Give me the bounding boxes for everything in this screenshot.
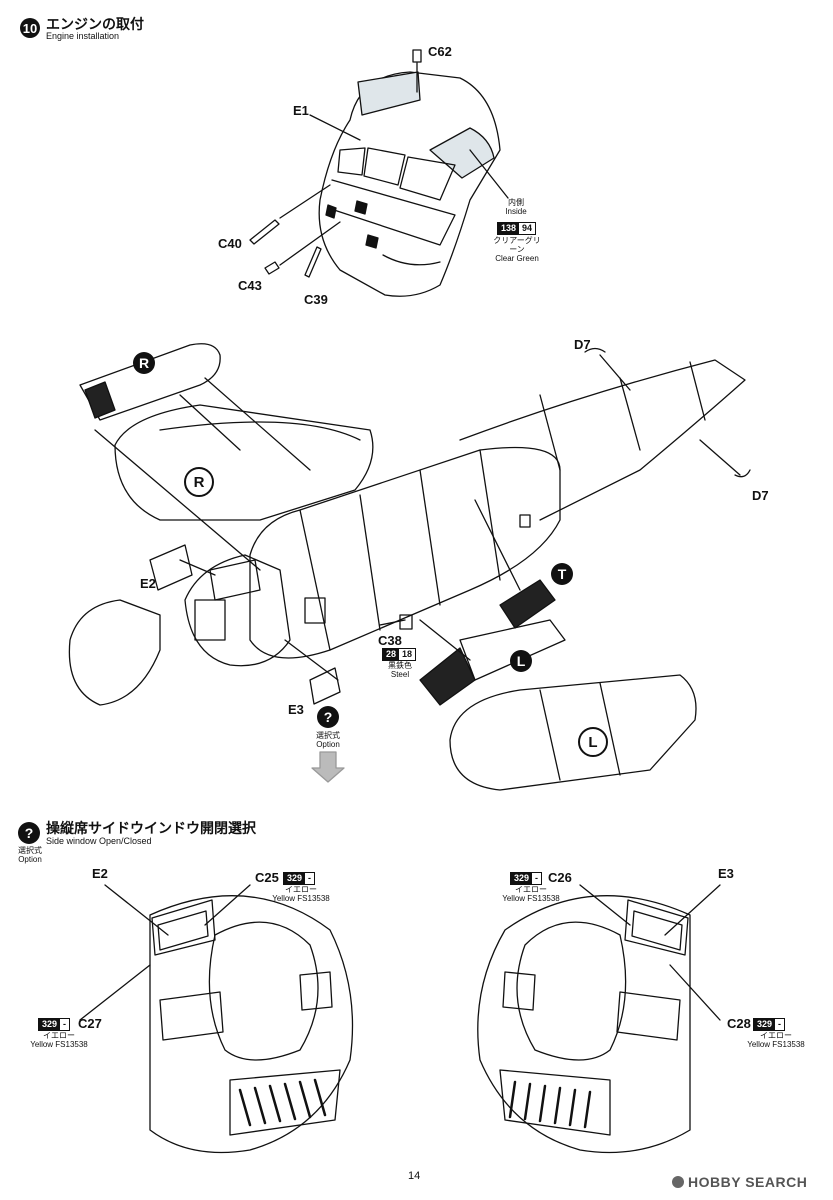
side-window-title-jp: 操縦席サイドウインドウ開閉選択 xyxy=(46,820,256,836)
engine-t-badge: T xyxy=(551,563,573,585)
paint-number: 329 xyxy=(511,873,533,884)
left-cockpit-drawing xyxy=(79,884,354,1154)
steel-jp: 黒鉄色 xyxy=(388,661,412,670)
engine-cover-r-badge: R xyxy=(184,467,214,497)
paint-number-alt: 18 xyxy=(402,649,413,659)
option-en: Option xyxy=(316,740,340,750)
page-number: 14 xyxy=(408,1170,421,1182)
label-e1: E1 xyxy=(293,103,309,118)
label-c62: C62 xyxy=(428,44,452,59)
step-title-jp: エンジンの取付 xyxy=(46,16,144,32)
label-c28: C28 xyxy=(727,1016,751,1031)
yellow-note-c25: イエロー Yellow FS13538 xyxy=(270,885,332,903)
label-d7-right: D7 xyxy=(752,488,769,503)
yellow-jp: イエロー xyxy=(43,1031,75,1040)
engine-cover-l-badge: L xyxy=(578,727,608,757)
paint-steel: 28 18 xyxy=(382,648,417,661)
paint-yellow-c25: 329 - xyxy=(283,872,316,885)
side-window-title-en: Side window Open/Closed xyxy=(46,836,152,846)
paint-dash: - xyxy=(308,873,312,883)
inside-en: Inside xyxy=(505,207,527,217)
fuselage-drawing xyxy=(68,343,751,791)
watermark: HOBBY SEARCH xyxy=(672,1174,807,1190)
steel-note: 黒鉄色 Steel xyxy=(380,661,420,679)
yellow-en: Yellow FS13538 xyxy=(502,894,560,904)
label-c40: C40 xyxy=(218,236,242,251)
side-window-option-note: 選択式 Option xyxy=(12,846,48,864)
inside-jp: 内側 xyxy=(508,198,524,207)
clear-green-jp: クリアーグリーン xyxy=(493,236,541,255)
label-d7-top: D7 xyxy=(574,337,591,352)
paint-number: 329 xyxy=(284,873,306,884)
label-c43: C43 xyxy=(238,278,262,293)
option-arrow xyxy=(311,751,345,783)
label-c27: C27 xyxy=(78,1016,102,1031)
clear-green-en: Clear Green xyxy=(495,254,539,264)
paint-number-alt: 94 xyxy=(522,223,533,233)
right-cockpit-drawing xyxy=(477,884,721,1154)
paint-clear-green: 138 94 xyxy=(497,222,537,235)
inside-note: 内側 Inside xyxy=(496,198,536,216)
yellow-jp: イエロー xyxy=(760,1031,792,1040)
paint-number: 329 xyxy=(39,1019,61,1030)
yellow-en: Yellow FS13538 xyxy=(747,1040,805,1050)
label-e2: E2 xyxy=(140,576,156,591)
option-question-badge: ? xyxy=(317,706,339,728)
yellow-en: Yellow FS13538 xyxy=(272,894,330,904)
label-c39: C39 xyxy=(304,292,328,307)
label-c25: C25 xyxy=(255,870,279,885)
paint-dash: - xyxy=(778,1019,782,1029)
step-number-badge: 10 xyxy=(20,18,40,38)
label-c38: C38 xyxy=(378,633,402,648)
paint-number: 329 xyxy=(754,1019,776,1030)
option-jp: 選択式 xyxy=(316,731,340,740)
yellow-note-c28: イエロー Yellow FS13538 xyxy=(745,1031,807,1049)
label-e3: E3 xyxy=(288,702,304,717)
paint-yellow-c27: 329 - xyxy=(38,1018,71,1031)
watermark-text: HOBBY SEARCH xyxy=(688,1174,808,1190)
paint-number: 138 xyxy=(498,223,520,234)
clear-green-note: クリアーグリーン Clear Green xyxy=(492,236,542,264)
paint-yellow-c26: 329 - xyxy=(510,872,543,885)
cockpit-nose-drawing xyxy=(249,49,509,297)
side-window-question-badge: ? xyxy=(18,822,40,844)
yellow-jp: イエロー xyxy=(515,885,547,894)
yellow-jp: イエロー xyxy=(285,885,317,894)
paint-dash: - xyxy=(535,873,539,883)
option-note: 選択式 Option xyxy=(308,731,348,749)
watermark-logo-icon xyxy=(672,1176,684,1188)
paint-number: 28 xyxy=(383,649,400,660)
yellow-note-c27: イエロー Yellow FS13538 xyxy=(28,1031,90,1049)
paint-yellow-c28: 329 - xyxy=(753,1018,786,1031)
label-e3-right-view: E3 xyxy=(718,866,734,881)
yellow-note-c26: イエロー Yellow FS13538 xyxy=(500,885,562,903)
side-window-option-en: Option xyxy=(18,855,42,865)
engine-r-badge: R xyxy=(133,352,155,374)
step-title-en: Engine installation xyxy=(46,31,120,41)
label-e2-left-view: E2 xyxy=(92,866,108,881)
label-c26: C26 xyxy=(548,870,572,885)
paint-dash: - xyxy=(63,1019,67,1029)
side-window-option-jp: 選択式 xyxy=(18,846,42,855)
yellow-en: Yellow FS13538 xyxy=(30,1040,88,1050)
engine-l-badge: L xyxy=(510,650,532,672)
steel-en: Steel xyxy=(390,670,410,680)
